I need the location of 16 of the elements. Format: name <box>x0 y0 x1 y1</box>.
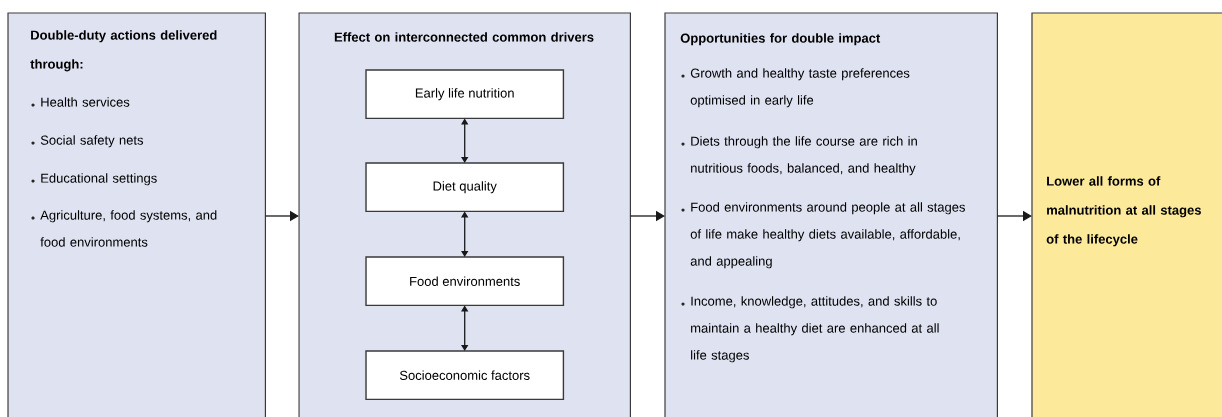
bullet-item: Income, knowledge, attitudes, and skills to maintain a healthy diet are enhanced at all life stages <box>681 296 939 363</box>
heading: Effect on interconnected common drivers <box>334 32 594 42</box>
heading: Opportunities for double impact <box>680 33 881 46</box>
driver-box: Early life nutrition <box>365 69 565 120</box>
bullet-item: Growth and healthy taste preferences optimised in early life <box>681 68 910 108</box>
heading: Lower all forms of malnutrition at all stages of the lifecycle <box>1046 176 1201 247</box>
bullet-item: Diets through the life course are rich in nutritious foods, balanced, and healthy <box>681 136 917 176</box>
heading: Double-duty actions delivered through: <box>30 30 217 72</box>
driver-box: Socioeconomic factors <box>365 350 565 401</box>
bullet-item: Health services <box>31 97 130 107</box>
bullet-item: Agriculture, food systems, and food environments <box>31 210 217 247</box>
driver-box: Diet quality <box>365 162 565 213</box>
driver-box: Food environments <box>365 256 565 307</box>
bullet-item: Educational settings <box>31 173 157 186</box>
bullet-item: Food environments around people at all stages of life make healthy diets available, affordable, and appealing <box>681 202 965 269</box>
bullet-item: Social safety nets <box>31 135 144 148</box>
